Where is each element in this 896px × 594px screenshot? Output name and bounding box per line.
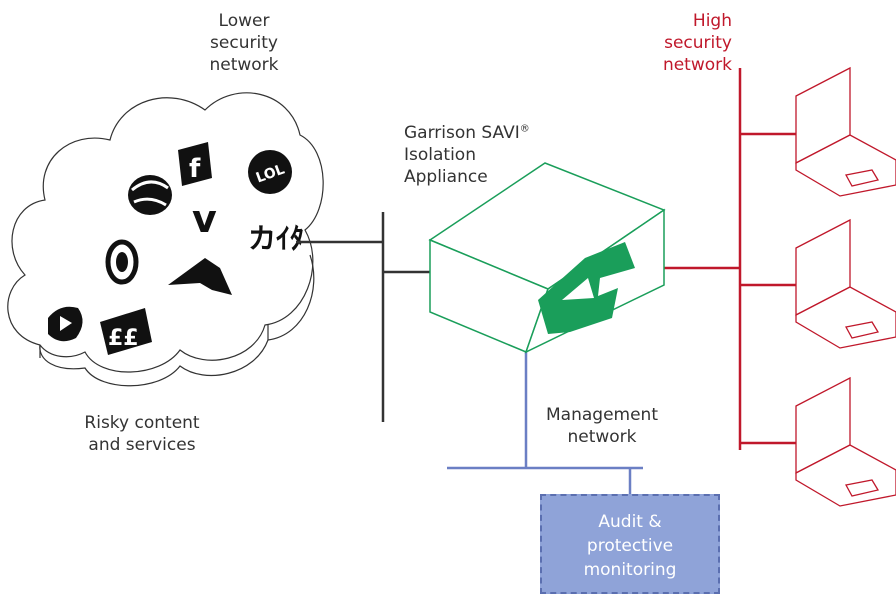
lol-icon: LOL <box>248 150 292 194</box>
audit-box <box>540 494 720 594</box>
lower-security-network-lines <box>296 212 432 422</box>
dog-icon <box>168 258 232 295</box>
high-security-network-label: High security network <box>662 11 732 75</box>
kana-logo-icon: カｲﾀ <box>248 222 304 255</box>
audit-monitoring-label: Audit & protective monitoring <box>583 512 677 580</box>
appliance-label: Garrison SAVI® Isolation Appliance <box>404 123 530 187</box>
svg-text:££: ££ <box>108 326 139 351</box>
laptop-icon <box>795 218 896 349</box>
management-network-label: Management network <box>546 405 658 447</box>
management-network-lines <box>447 352 643 494</box>
high-security-network-lines <box>664 68 796 450</box>
laptop-icon <box>795 66 896 197</box>
laptop-icon <box>795 376 896 507</box>
youtube-icon <box>48 306 83 342</box>
svg-text:v: v <box>192 197 217 241</box>
al-jazeera-icon <box>105 239 139 285</box>
svg-text:カｲﾀ: カｲﾀ <box>248 222 304 255</box>
bird-app-icon <box>128 175 172 215</box>
svg-text:f: f <box>189 154 201 184</box>
vimeo-icon: v <box>192 197 217 241</box>
ft-icon: ££ <box>100 308 152 355</box>
lower-security-network-label: Lower security network <box>209 11 279 75</box>
facebook-icon: f <box>178 142 212 186</box>
garrison-logo-icon <box>538 242 635 334</box>
risky-content-label: Risky content and services <box>84 413 200 455</box>
cloud <box>7 92 324 387</box>
